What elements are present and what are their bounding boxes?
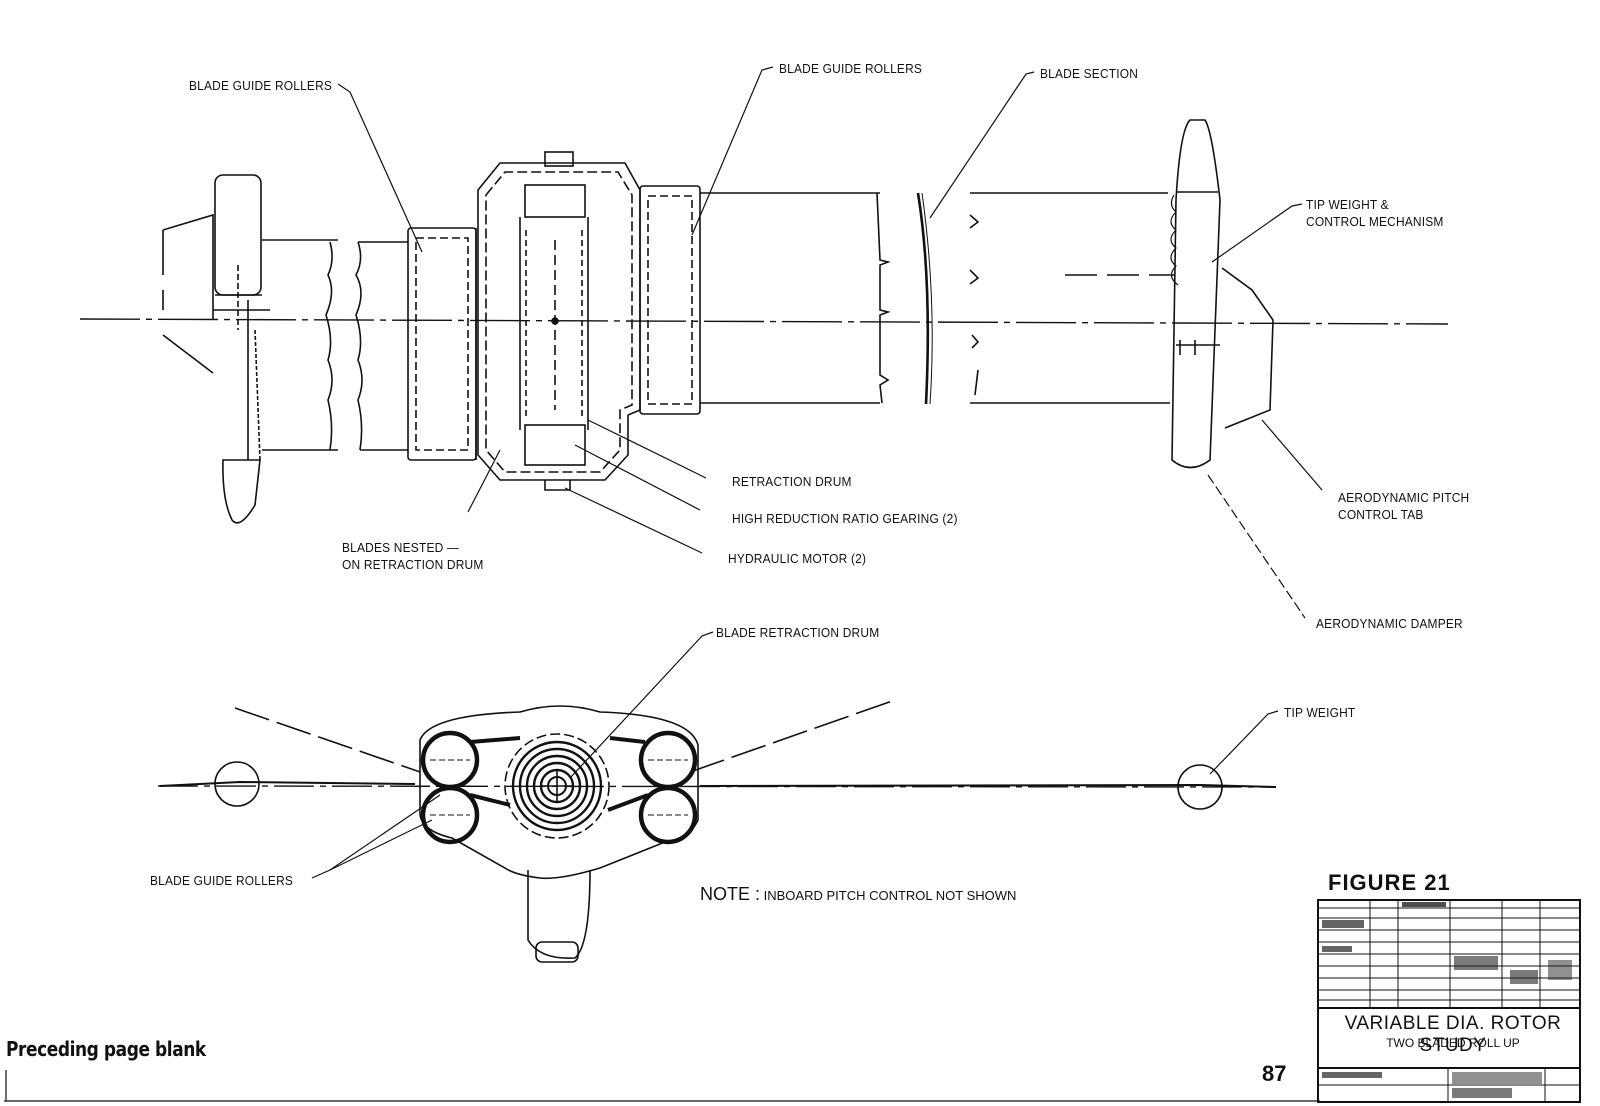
- label-aero-pitch-tab-2: CONTROL TAB: [1338, 507, 1424, 522]
- label-blade-guide-rollers-bottom: BLADE GUIDE ROLLERS: [150, 873, 294, 888]
- label-blades-nested-1: BLADES NESTED —: [342, 540, 460, 555]
- label-aero-damper: AERODYNAMIC DAMPER: [1316, 616, 1463, 631]
- sheet-border: [4, 1070, 1320, 1102]
- title-block-smudges: [1322, 902, 1572, 1098]
- label-blade-guide-rollers-top: BLADE GUIDE ROLLERS: [779, 61, 923, 76]
- title-block-subtitle: TWO BLADED ROLL UP: [1386, 1036, 1520, 1050]
- label-blade-section: BLADE SECTION: [1040, 66, 1139, 81]
- figure-label: FIGURE 21: [1328, 870, 1451, 895]
- title-block: [1317, 899, 1581, 1103]
- note-text: INBOARD PITCH CONTROL NOT SHOWN: [763, 888, 1017, 903]
- label-tip-weight: TIP WEIGHT: [1284, 705, 1356, 720]
- label-hydraulic-motor: HYDRAULIC MOTOR (2): [728, 551, 867, 566]
- label-aero-pitch-tab-1: AERODYNAMIC PITCH: [1338, 490, 1470, 505]
- leader-lines-bottom: [311, 631, 1279, 879]
- label-blade-retraction-drum: BLADE RETRACTION DRUM: [716, 625, 880, 640]
- label-tip-weight-control-1: TIP WEIGHT &: [1306, 197, 1389, 212]
- note-prefix: NOTE :: [700, 884, 761, 904]
- bottom-view-end-elevation: [157, 699, 1277, 963]
- note: NOTE : INBOARD PITCH CONTROL NOT SHOWN: [700, 884, 1016, 905]
- label-tip-weight-control-2: CONTROL MECHANISM: [1306, 214, 1444, 229]
- top-view-side-elevation: [79, 119, 1449, 524]
- label-blade-guide-rollers-left: BLADE GUIDE ROLLERS: [189, 78, 333, 93]
- label-high-reduction-gearing: HIGH REDUCTION RATIO GEARING (2): [732, 511, 958, 526]
- leader-lines-top: [337, 66, 1323, 619]
- footer-stamp: Preceding page blank: [6, 1037, 206, 1061]
- label-blades-nested-2: ON RETRACTION DRUM: [342, 557, 484, 572]
- page-number: 87: [1262, 1061, 1287, 1086]
- title-block-title: VARIABLE DIA. ROTOR STUDY: [1344, 1013, 1562, 1056]
- label-retraction-drum: RETRACTION DRUM: [732, 474, 852, 489]
